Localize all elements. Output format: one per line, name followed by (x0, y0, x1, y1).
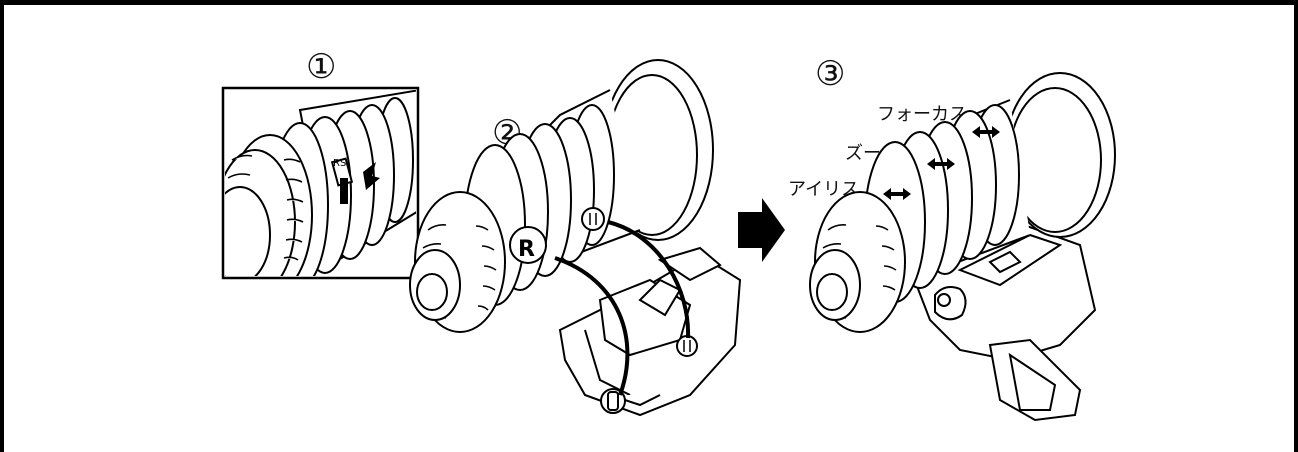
svg-text:R: R (518, 237, 535, 262)
step-3-number: ③ (815, 54, 846, 94)
iris-arrow-icon (883, 188, 911, 200)
zoom-arrow-icon (927, 158, 955, 170)
focus-label: フォーカス (877, 104, 967, 125)
step-2-illustration: R (409, 59, 742, 417)
step-3-illustration (809, 72, 1116, 422)
step-1-number: ① (306, 47, 337, 87)
iris-label: アイリス (788, 179, 860, 200)
focus-arrow-icon (972, 126, 1000, 138)
right-arrow-icon (738, 198, 785, 262)
step-1-illustration: RS (221, 86, 420, 280)
svg-text:RS: RS (333, 158, 346, 169)
rotate-arrow-icon (363, 162, 380, 190)
